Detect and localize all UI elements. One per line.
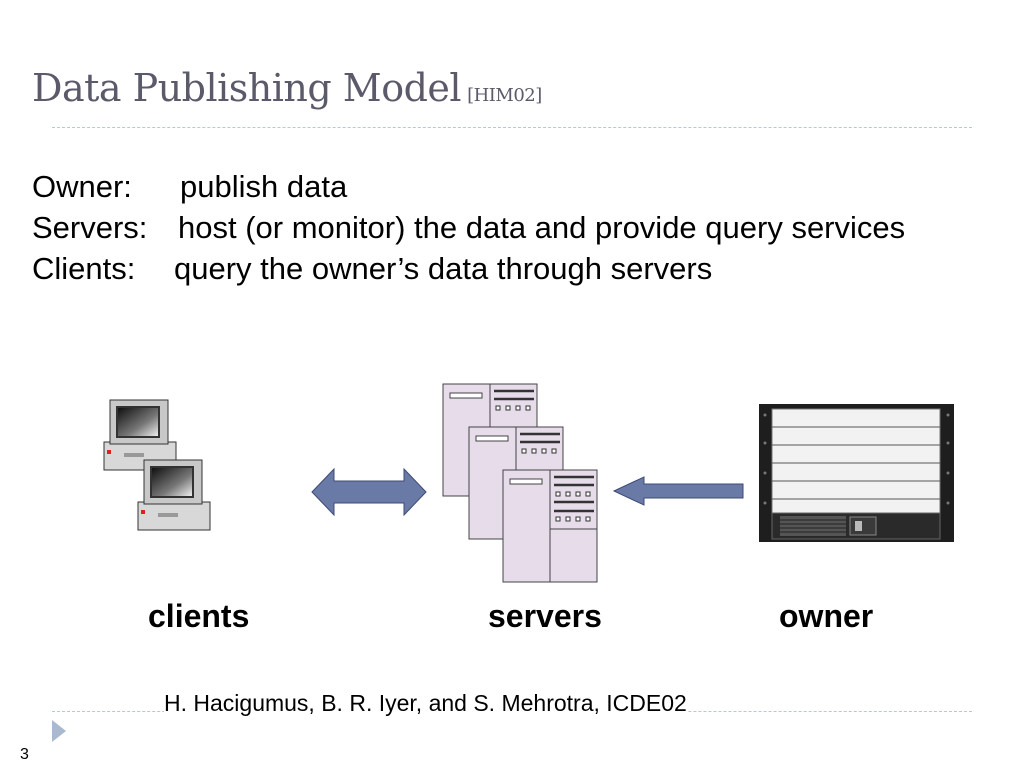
role-desc: query the owner’s data through servers xyxy=(174,251,713,286)
slide-title: Data Publishing Model[HIM02] xyxy=(32,66,542,110)
owner-label: owner xyxy=(779,598,874,634)
slide-title-text: Data Publishing Model xyxy=(32,66,462,110)
server-towers-icon xyxy=(442,383,598,583)
clients-label: clients xyxy=(148,598,250,634)
computer-back xyxy=(103,399,177,471)
role-clients: Clients: query the owner’s data through s… xyxy=(32,248,905,289)
server-tower-front xyxy=(502,469,598,583)
role-term: Clients: xyxy=(32,251,136,286)
double-arrow xyxy=(311,467,427,517)
page-number: 3 xyxy=(20,746,29,763)
servers-label: servers xyxy=(488,598,602,634)
title-divider xyxy=(52,127,972,128)
role-servers: Servers: host (or monitor) the data and p… xyxy=(32,207,905,248)
role-term: Owner: xyxy=(32,169,132,204)
role-list: Owner: publish data Servers: host (or moni… xyxy=(32,166,905,289)
rack-server-icon xyxy=(759,404,954,542)
left-arrow xyxy=(612,476,744,506)
desktop-computers-icon xyxy=(103,399,211,531)
role-owner: Owner: publish data xyxy=(32,166,905,207)
title-reference: [HIM02] xyxy=(467,85,542,106)
role-term: Servers: xyxy=(32,210,148,245)
role-desc: host (or monitor) the data and provide q… xyxy=(178,210,906,245)
page-marker-triangle-icon xyxy=(52,720,66,742)
computer-front xyxy=(137,459,211,531)
role-desc: publish data xyxy=(180,169,348,204)
citation: H. Hacigumus, B. R. Iyer, and S. Mehrotr… xyxy=(164,690,687,717)
